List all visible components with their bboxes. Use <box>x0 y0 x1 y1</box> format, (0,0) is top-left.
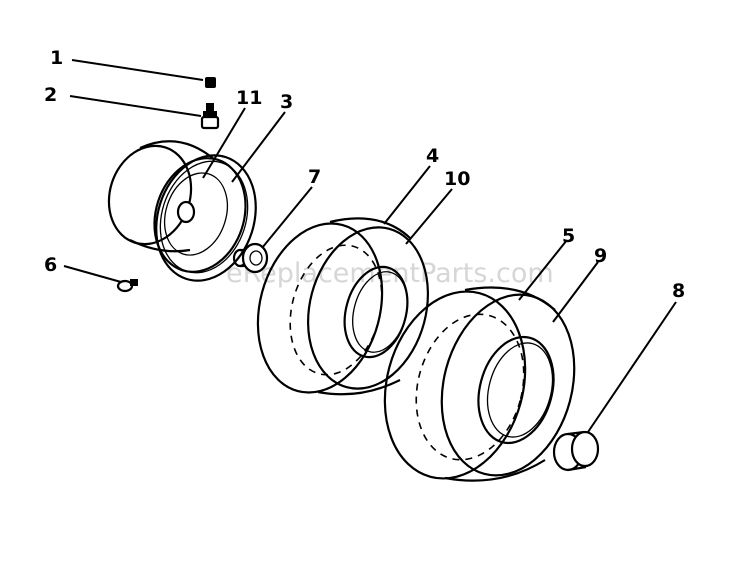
part-4-tire-front <box>256 217 430 396</box>
callout-7: 7 <box>308 166 321 188</box>
part-8-hub-cap <box>552 430 600 472</box>
callout-labels: 1 2 11 3 7 4 10 6 5 9 8 <box>44 47 685 302</box>
callout-5: 5 <box>562 225 575 247</box>
callout-10: 10 <box>444 168 470 190</box>
callout-8: 8 <box>672 280 685 302</box>
callout-1: 1 <box>50 47 63 69</box>
leader-lines <box>63 59 677 433</box>
callout-6: 6 <box>44 254 57 276</box>
callout-3: 3 <box>280 91 293 113</box>
part-7-bushing <box>232 242 269 274</box>
callout-4: 4 <box>426 145 439 167</box>
callout-9: 9 <box>594 245 607 267</box>
callout-2: 2 <box>44 84 57 106</box>
part-5-tire-rear <box>383 286 576 482</box>
part-2-valve-stem <box>200 103 220 130</box>
part-6-bolt <box>116 279 138 293</box>
callout-11: 11 <box>236 87 262 109</box>
part-1-nut <box>205 77 216 88</box>
part-3-flange-ring <box>155 154 257 282</box>
watermark-text: eReplacementParts.com <box>226 258 554 289</box>
